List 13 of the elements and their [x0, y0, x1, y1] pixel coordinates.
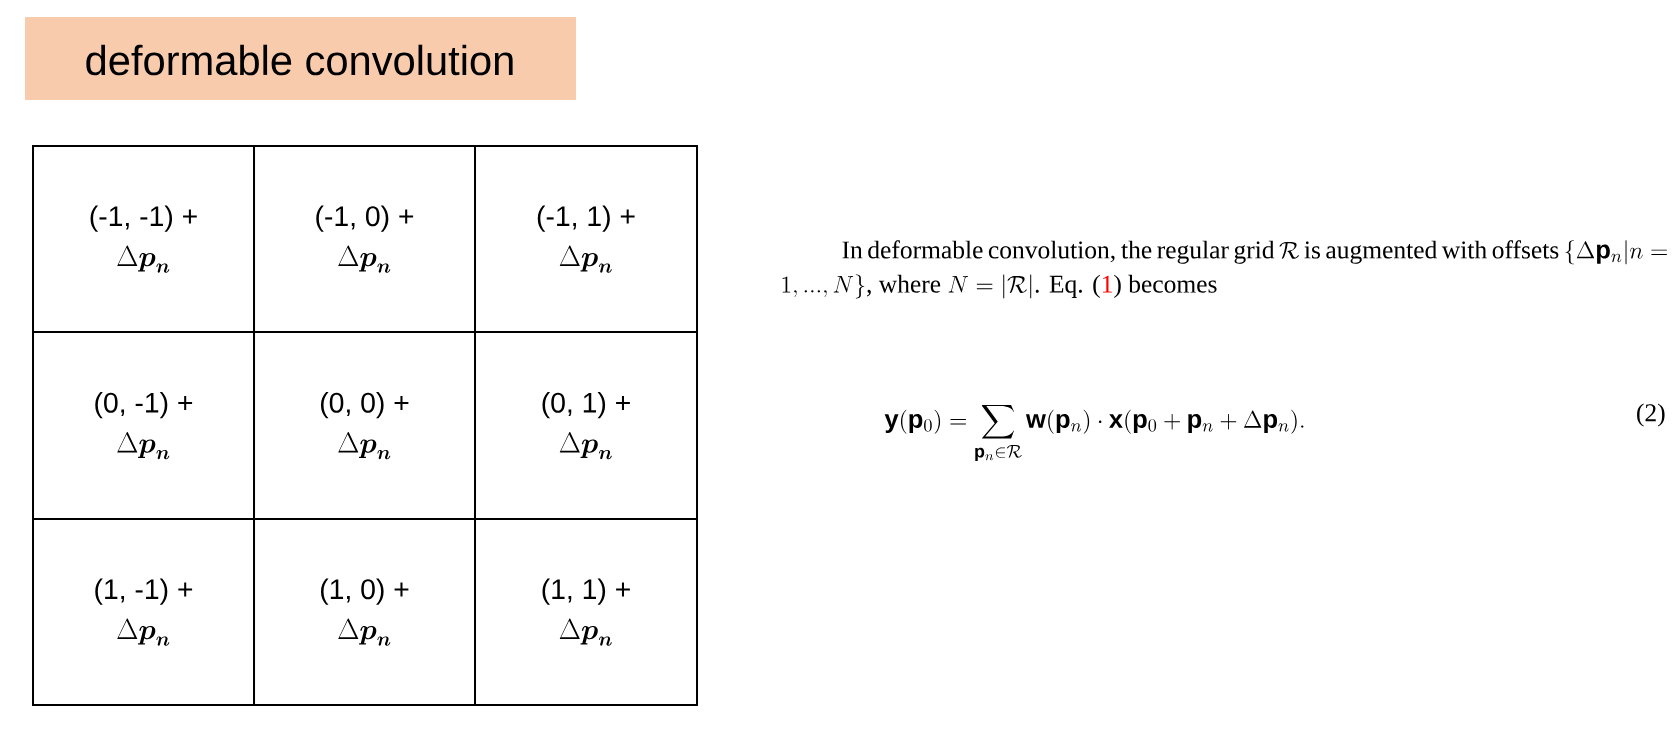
grid-cell: (-1, 0) + $\Delta\boldsymbol{p}_{\boldsymbol{n}}$ [253, 145, 476, 333]
grid-cell: (1, 1) + $\Delta\boldsymbol{p}_{\boldsymbol{n}}$ [474, 518, 698, 706]
equation-number: (2) [1637, 403, 1665, 427]
grid-cell: (-1, 1) + $\Delta\boldsymbol{p}_{\boldsymbol{n}}$ [474, 145, 698, 333]
grid-cell: (0, 1) + $\Delta\boldsymbol{p}_{\boldsymbol{n}}$ [474, 331, 698, 520]
grid-cell: (1, 0) + $\Delta\boldsymbol{p}_{\boldsymbol{n}}$ [253, 518, 476, 706]
grid-cell: (0, -1) + $\Delta\boldsymbol{p}_{\boldsymbol{n}}$ [32, 331, 255, 520]
equation: $\mathbf{y}(\mathbf{p}_0) = \sum_{\mathbf{p}_n \in \mathcal{R}} \mathbf{w}(\mathbf{p}_n) \cdot \mathbf{x}(\mathbf{p}_0 + \mathbf{p}_n + \Delta\mathbf{p}_n).$ [884, 404, 1304, 462]
paragraph: In deformable convolution, the regular grid $\mathcal{R}$ is augmented with offsets $\{\Delta\mathbf{p}_n | n = 1, ..., N\}$ , where $N = |\mathcal{R}|$ . Eq. (1) becomes [782, 240, 1667, 299]
grid-cell: (0, 0) + $\Delta\boldsymbol{p}_{\boldsymbol{n}}$ [253, 331, 476, 520]
title-banner: deformable convolution [25, 17, 576, 100]
grid-cell: (1, -1) + $\Delta\boldsymbol{p}_{\boldsymbol{n}}$ [32, 518, 255, 706]
grid-cell: (-1, -1) + $\Delta\boldsymbol{p}_{\boldsymbol{n}}$ [32, 145, 255, 333]
